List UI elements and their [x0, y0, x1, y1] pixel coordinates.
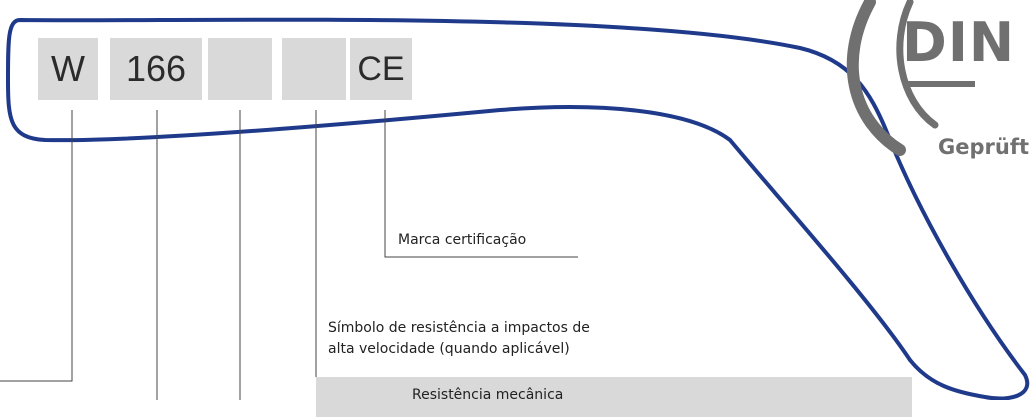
label-mechanical-resistance: Resistência mecânica: [412, 387, 564, 403]
temple-arm-outline: [6, 17, 1030, 400]
mechanical-resistance-band: Resistência mecânica: [316, 377, 912, 417]
din-logo-outer-arc: [846, 0, 906, 156]
label-certification-mark: Marca certificação: [398, 232, 527, 248]
code-box-w: W: [38, 38, 98, 100]
din-logo-subtitle: Geprüft: [938, 135, 1029, 159]
din-logo-inner-arc: [896, 0, 939, 129]
label-impact-symbol-line2: alta velocidade (quando aplicável): [328, 341, 570, 357]
label-impact-symbol-line1: Símbolo de resistência a impactos de: [328, 320, 590, 336]
din-logo-text: DIN: [902, 11, 1016, 74]
marking-diagram: [0, 0, 1030, 400]
leader-line-ce: [384, 110, 578, 258]
code-box-ce: CE: [350, 38, 412, 100]
code-box-166: 166: [110, 38, 202, 100]
din-geprueft-logo: [846, 0, 975, 156]
leader-line-w: [0, 110, 73, 382]
code-box-blank-2: [282, 38, 346, 100]
code-box-blank-1: [208, 38, 272, 100]
